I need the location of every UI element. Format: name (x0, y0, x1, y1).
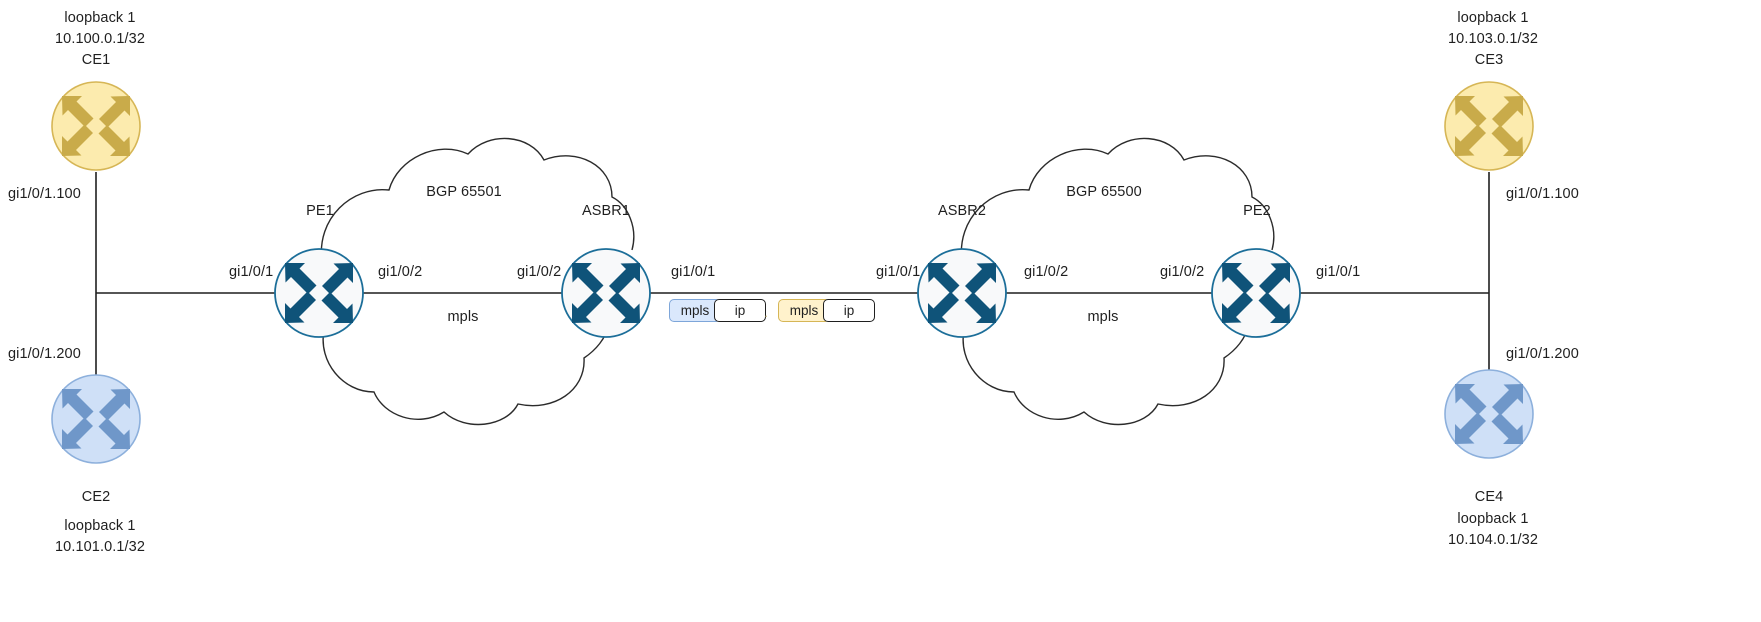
iface-asbr1-right: gi1/0/1 (671, 264, 716, 280)
iface-asbr2-left: gi1/0/1 (876, 264, 921, 280)
node-pe1[interactable] (274, 248, 364, 338)
node-asbr1[interactable] (561, 248, 651, 338)
ce3-loopback-block: loopback 1 10.103.0.1/32 (1448, 8, 1538, 50)
ce2-loopback-label: loopback 1 (64, 518, 136, 534)
cloud-as65500 (960, 137, 1275, 426)
node-asbr2[interactable] (917, 248, 1007, 338)
iface-pe1-left: gi1/0/1 (229, 264, 274, 280)
legend-separator: . (764, 305, 768, 320)
iface-asbr2-right: gi1/0/2 (1024, 264, 1069, 280)
ce3-node-label: CE3 (1474, 52, 1504, 68)
node-ce4[interactable] (1444, 369, 1534, 459)
iface-ce1-to-pe1: gi1/0/1.100 (8, 186, 81, 202)
iface-ce3-to-pe2: gi1/0/1.100 (1506, 186, 1579, 202)
ce4-loopback-addr: 10.104.0.1/32 (1448, 532, 1538, 549)
iface-pe2-left: gi1/0/2 (1160, 264, 1205, 280)
link-layer (95, 172, 1490, 378)
pe2-node-label: PE2 (1243, 203, 1271, 219)
cloud-label-as65501: BGP 65501 (426, 184, 502, 200)
asbr1-node-label: ASBR1 (581, 203, 631, 219)
ce4-loopback-block: loopback 1 10.104.0.1/32 (1448, 509, 1538, 551)
node-ce3[interactable] (1444, 81, 1534, 171)
ce1-loopback-addr: 10.100.0.1/32 (55, 31, 145, 48)
iface-ce2-to-pe1: gi1/0/1.200 (8, 346, 81, 362)
node-ce1[interactable] (51, 81, 141, 171)
pe1-node-label: PE1 (306, 203, 334, 219)
iface-pe1-right: gi1/0/2 (378, 264, 423, 280)
ce2-loopback-addr: 10.101.0.1/32 (55, 539, 145, 556)
legend-stack-amber[interactable]: mpls ip (778, 299, 875, 322)
ce2-node-label: CE2 (81, 489, 111, 505)
link-label-pe1-asbr1: mpls (447, 309, 479, 325)
legend-amber-ip-pill[interactable]: ip (823, 299, 875, 322)
ce3-loopback-addr: 10.103.0.1/32 (1448, 31, 1538, 48)
node-ce2[interactable] (51, 374, 141, 464)
ce4-node-label: CE4 (1474, 489, 1504, 505)
iface-ce4-to-pe2: gi1/0/1.200 (1506, 346, 1579, 362)
ce1-loopback-block: loopback 1 10.100.0.1/32 (55, 8, 145, 50)
ce1-node-label: CE1 (81, 52, 111, 68)
legend-blue-mpls-pill[interactable]: mpls (669, 299, 721, 322)
asbr2-node-label: ASBR2 (937, 203, 987, 219)
ce3-loopback-label: loopback 1 (1457, 10, 1529, 26)
iface-pe2-right: gi1/0/1 (1316, 264, 1361, 280)
ce2-loopback-block: loopback 1 10.101.0.1/32 (55, 516, 145, 558)
legend-blue-ip-pill[interactable]: ip (714, 299, 766, 322)
link-label-asbr2-pe2: mpls (1087, 309, 1119, 325)
legend-stack-blue[interactable]: mpls ip (669, 299, 766, 322)
node-pe2[interactable] (1211, 248, 1301, 338)
cloud-label-as65500: BGP 65500 (1066, 184, 1142, 200)
ce4-loopback-label: loopback 1 (1457, 511, 1529, 527)
cloud-as65501 (320, 137, 635, 426)
iface-asbr1-left: gi1/0/2 (517, 264, 562, 280)
ce1-loopback-label: loopback 1 (64, 10, 136, 26)
